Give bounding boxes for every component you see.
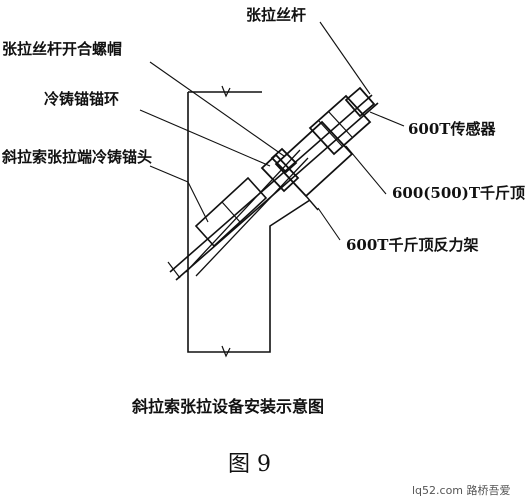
label-split-nut: 张拉丝杆开合螺帽 — [2, 40, 122, 58]
leader-lines — [139, 21, 405, 241]
label-tension-rod: 张拉丝杆 — [246, 6, 306, 24]
concrete-wall — [187, 85, 311, 358]
label-reaction-frame: 600T千斤顶反力架 — [346, 236, 478, 254]
cold-cast-anchor-ring — [260, 153, 300, 193]
watermark: lq52.com 路桥吾爱 — [412, 484, 511, 497]
figure-number: 图 9 — [228, 452, 271, 477]
label-jack: 600(500)T千斤顶 — [392, 184, 525, 202]
sensor — [344, 86, 376, 118]
label-cold-cast-ring: 冷铸锚锚环 — [44, 90, 119, 108]
cold-cast-anchor-head — [194, 176, 268, 248]
label-sensor: 600T传感器 — [408, 120, 496, 138]
label-cold-cast-head: 斜拉索张拉端冷铸锚头 — [1, 148, 152, 166]
split-nut — [270, 147, 298, 174]
diagram-caption: 斜拉索张拉设备安装示意图 — [131, 397, 324, 416]
tension-rod — [167, 94, 379, 281]
jack — [308, 94, 372, 156]
